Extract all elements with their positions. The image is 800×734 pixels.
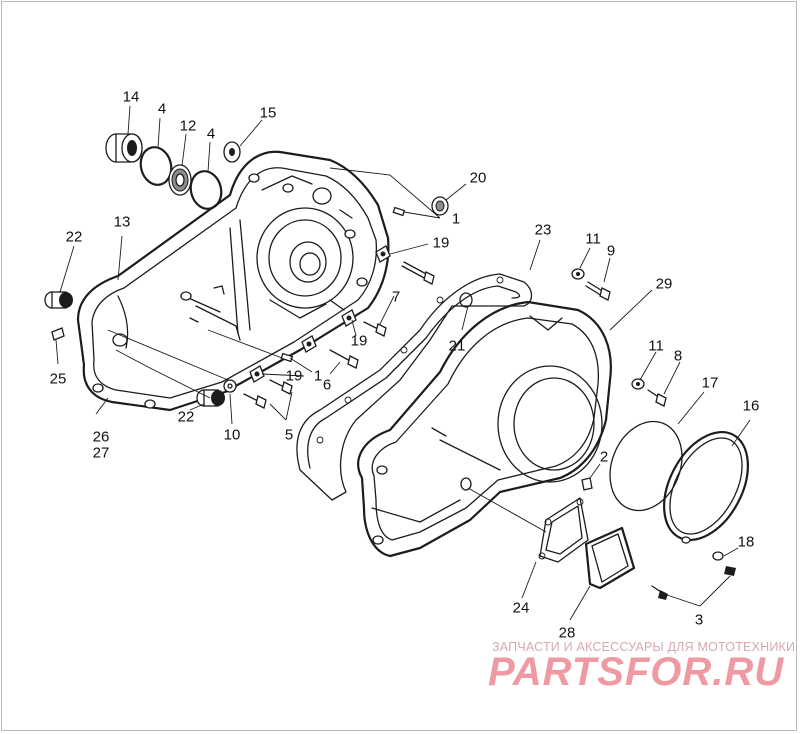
- callout-9: 9: [606, 242, 616, 260]
- inspection-cover: [584, 526, 636, 590]
- callout-2: 2: [599, 448, 609, 466]
- washer-11a: [571, 268, 585, 280]
- callout-19: 19: [432, 234, 450, 252]
- watermark-logo: PARTSFOR.RU: [488, 650, 785, 694]
- callout-8: 8: [673, 347, 683, 365]
- callout-14: 14: [122, 88, 140, 106]
- callout-27: 27: [92, 444, 110, 462]
- needle-bearing-22b: [196, 389, 225, 407]
- bearing-14: [105, 133, 143, 163]
- screw-9: [585, 281, 611, 301]
- bolt-7b: [363, 321, 387, 337]
- callout-17: 17: [701, 374, 719, 392]
- bolt-7: [401, 261, 435, 285]
- dowel-pin-1a: [392, 206, 406, 217]
- callout-23: 23: [534, 221, 552, 239]
- callout-19: 19: [350, 332, 368, 350]
- derby-cover: [663, 430, 749, 544]
- callout-19: 19: [285, 367, 303, 385]
- callout-1: 1: [313, 367, 323, 385]
- callout-21: 21: [448, 337, 466, 355]
- screw-3a: [724, 566, 736, 576]
- screw-3b: [651, 585, 668, 600]
- washer-10: [223, 379, 237, 393]
- inner-primary-cover: [76, 150, 390, 412]
- callout-7: 7: [391, 288, 401, 306]
- watermark-tagline: ЗАПЧАСТИ И АКСЕССУАРЫ ДЛЯ МОТОТЕХНИКИ: [492, 640, 796, 654]
- snap-ring-4a: [139, 146, 173, 186]
- bolt-6: [329, 349, 359, 369]
- outer-primary-cover: [357, 292, 612, 558]
- snap-ring-4b: [189, 170, 223, 210]
- callout-11: 11: [585, 230, 601, 248]
- bolt-5b: [243, 393, 267, 409]
- needle-bearing-22a: [44, 291, 73, 309]
- callout-10: 10: [223, 426, 241, 444]
- callout-16: 16: [742, 397, 760, 415]
- screw-2: [581, 477, 593, 491]
- callout-11: 11: [648, 337, 664, 355]
- cover-gasket: [296, 273, 533, 501]
- washer-11b: [631, 378, 645, 390]
- callout-26: 26: [92, 428, 110, 446]
- callout-22: 22: [177, 408, 195, 426]
- callout-22: 22: [65, 228, 83, 246]
- callout-15: 15: [259, 104, 277, 122]
- bolt-5a: [269, 379, 293, 395]
- derby-cover-gasket: [609, 420, 683, 512]
- clip-19c: [301, 335, 317, 353]
- callout-29: 29: [655, 275, 673, 293]
- callout-4: 4: [157, 100, 167, 118]
- plug-25: [51, 327, 65, 341]
- screw-8: [647, 389, 667, 407]
- callout-28: 28: [558, 624, 576, 642]
- callout-3: 3: [694, 611, 704, 629]
- clip-19a: [375, 245, 391, 263]
- clip-19d: [249, 365, 265, 383]
- callout-20: 20: [469, 169, 487, 187]
- callout-24: 24: [512, 599, 530, 617]
- callout-25: 25: [49, 370, 67, 388]
- callout-6: 6: [322, 376, 332, 394]
- callout-18: 18: [737, 533, 755, 551]
- callout-4: 4: [206, 125, 216, 143]
- inspection-gasket: [538, 497, 589, 563]
- washer-18: [712, 551, 724, 561]
- callout-12: 12: [179, 117, 197, 135]
- bearing-12: [168, 164, 192, 196]
- callout-13: 13: [113, 213, 131, 231]
- seal-15: [223, 141, 241, 163]
- callout-1: 1: [451, 210, 461, 228]
- seal-20: [431, 196, 449, 216]
- callout-5: 5: [284, 426, 294, 444]
- leader-lines: [55, 105, 751, 621]
